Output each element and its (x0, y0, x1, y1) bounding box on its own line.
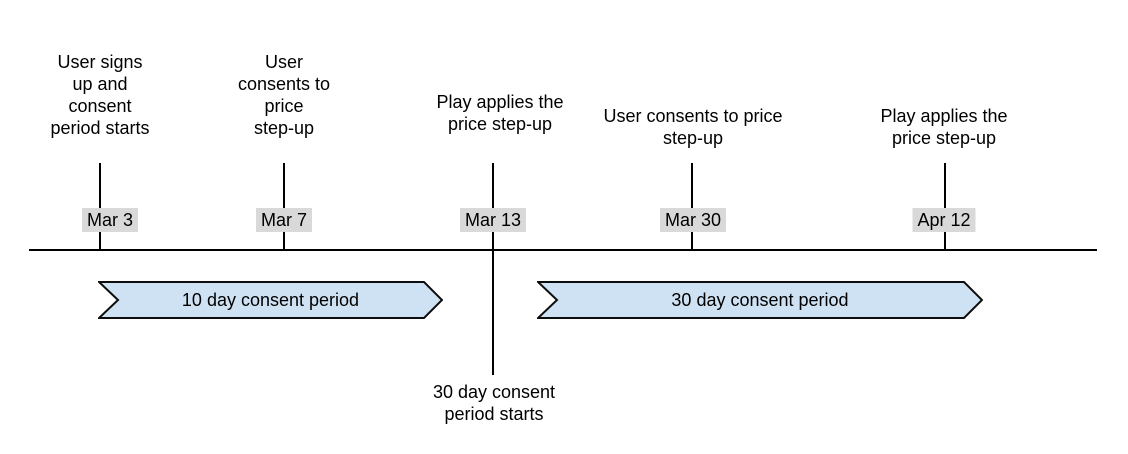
consent-period-arrow: 10 day consent period (98, 281, 443, 319)
event-tick-line (283, 163, 285, 250)
event-description: User consents to price step-up (237, 52, 331, 138)
event-description: Play applies the price step-up (880, 106, 1008, 148)
consent-start-tail-line (492, 250, 494, 375)
consent-start-note: 30 day consent period starts (432, 382, 556, 424)
event-date-badge: Apr 12 (912, 208, 976, 232)
event-tick-line (691, 163, 693, 250)
event-date-badge: Mar 7 (255, 208, 313, 232)
consent-period-arrow: 30 day consent period (537, 281, 983, 319)
event-tick-line (944, 163, 946, 250)
consent-period-label: 10 day consent period (181, 290, 360, 310)
arrow-shape (98, 281, 443, 319)
event-tick-line (492, 163, 494, 250)
event-date-badge: Mar 30 (659, 208, 727, 232)
event-date-badge: Mar 13 (459, 208, 527, 232)
timeline-axis (29, 249, 1097, 251)
arrow-shape (537, 281, 983, 319)
event-description: User consents to price step-up (603, 106, 783, 148)
consent-period-label: 30 day consent period (671, 290, 849, 310)
event-description: Play applies the price step-up (436, 92, 564, 134)
event-description: User signs up and consent period starts (50, 52, 150, 138)
event-date-badge: Mar 3 (81, 208, 139, 232)
event-tick-line (99, 163, 101, 250)
